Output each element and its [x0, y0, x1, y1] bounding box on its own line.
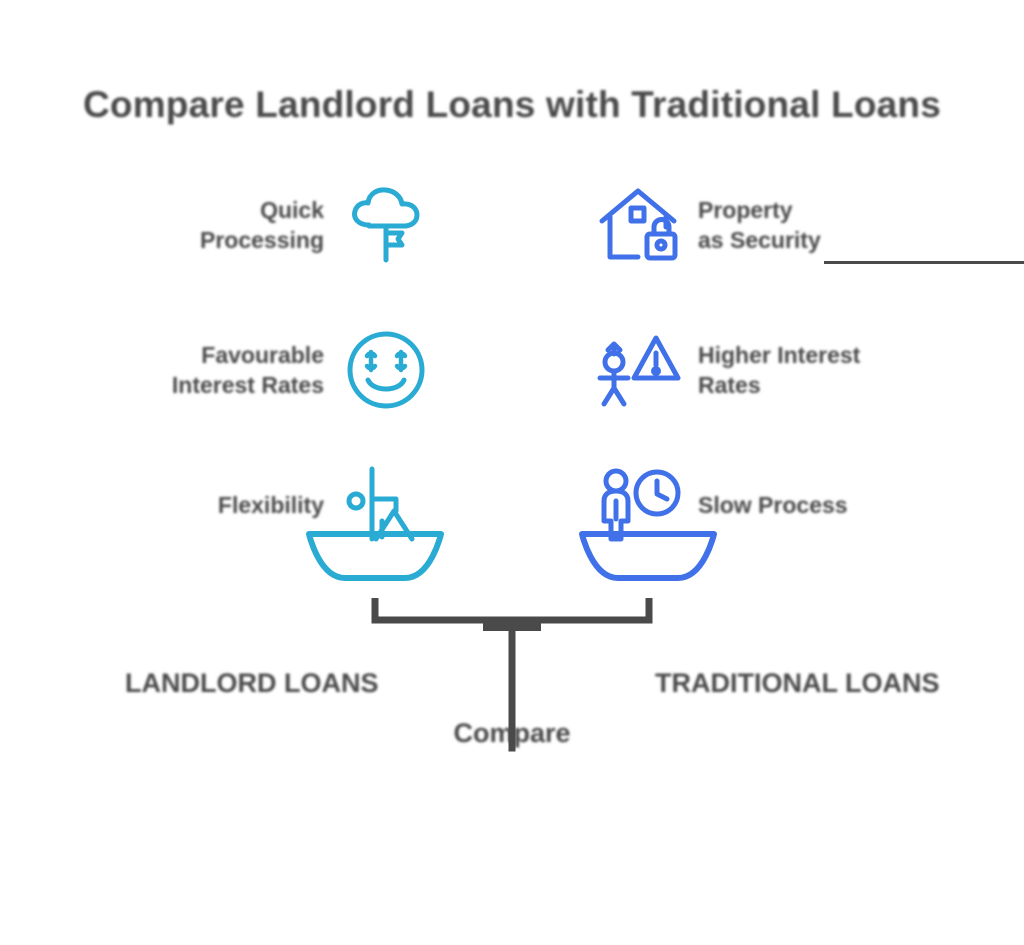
feature-label-left-3: Flexibility	[217, 491, 324, 518]
page-title: Compare Landlord Loans with Traditional …	[82, 84, 941, 125]
balance-scale	[0, 528, 1024, 768]
scale-label-left-category: LANDLORD LOANS	[125, 668, 379, 698]
comparison-row: Flexibility	[0, 445, 1024, 565]
person-clock-icon	[592, 459, 684, 551]
scale-pan-right	[578, 528, 718, 591]
scale-label-right-category: TRADITIONAL LOANS	[655, 668, 940, 698]
house-lock-icon	[592, 179, 684, 271]
row-3-right-side: Slow Process	[592, 445, 942, 565]
money-smiley-icon	[340, 324, 432, 416]
edge-divider-line	[824, 261, 1024, 264]
row-3-left-side: Flexibility	[120, 445, 432, 565]
person-warning-icon	[592, 324, 684, 416]
scale-label-center: Compare	[453, 718, 571, 748]
scale-pan-left	[305, 528, 445, 591]
feature-label-right-3: Slow Process	[698, 491, 848, 518]
cloud-flag-icon	[340, 179, 432, 271]
